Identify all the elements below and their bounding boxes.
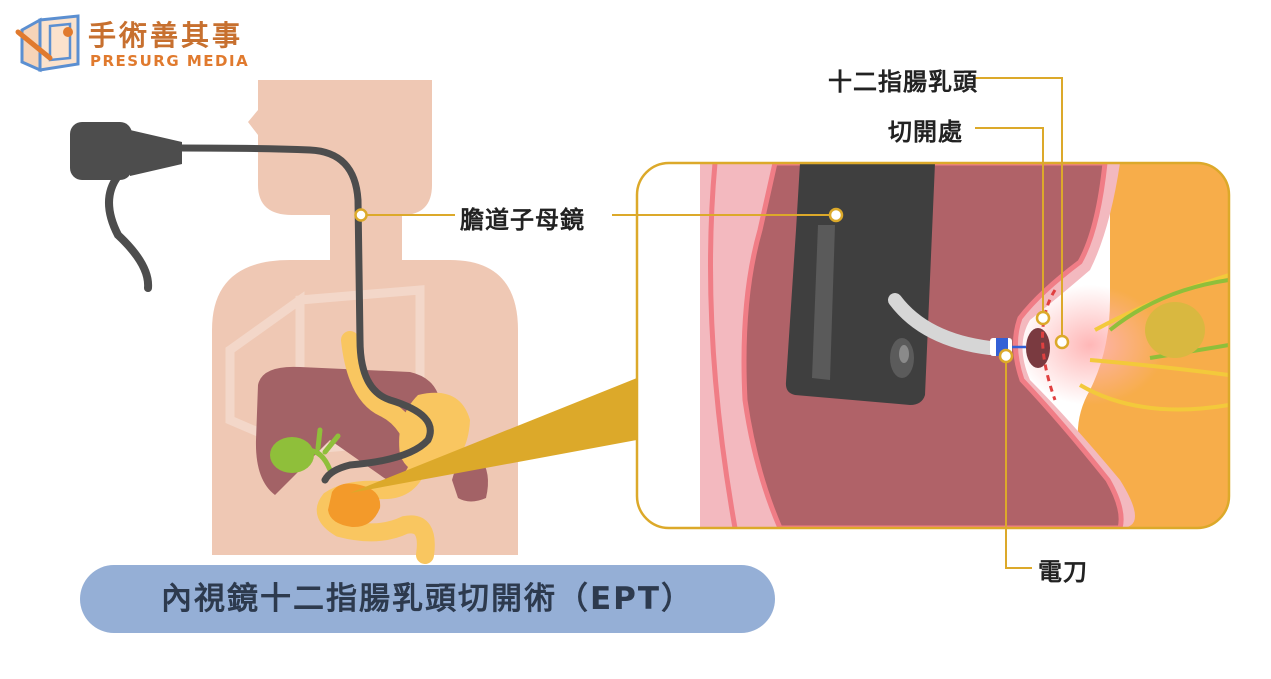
endoscope (70, 122, 434, 484)
label-incision: 切開處 (888, 118, 963, 146)
label-scope: 膽道子母鏡 (460, 206, 585, 234)
page-title: 內視鏡十二指腸乳頭切開術（EPT） (160, 581, 695, 617)
leader-dots (828, 207, 1070, 364)
brand-name-cn: 手術善其事 (88, 19, 244, 52)
label-papilla: 十二指腸乳頭 (828, 68, 978, 96)
leader-lines (366, 77, 1063, 569)
label-knife: 電刀 (1038, 558, 1088, 586)
title-pill (80, 565, 775, 633)
logo-icon (15, 14, 80, 73)
zoom-frame (635, 161, 1231, 530)
callout-wedge (350, 378, 637, 493)
zoom-panel (637, 163, 1229, 528)
brand-name-en: PRESURG MEDIA (90, 52, 250, 70)
